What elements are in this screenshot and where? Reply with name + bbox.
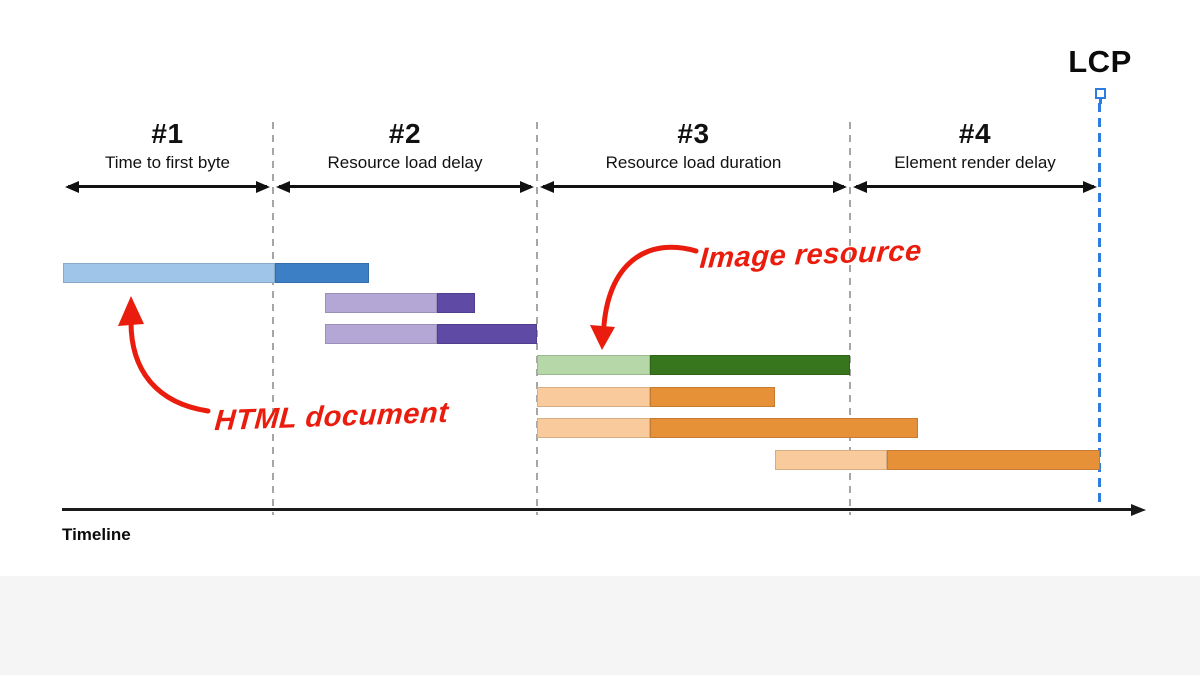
- script-bar-wait-segment: [537, 387, 650, 407]
- timeline-axis-arrowhead: [1131, 503, 1146, 516]
- timeline-axis: [62, 508, 1132, 511]
- phase-1-number: #1: [151, 118, 184, 149]
- image-resource-annotation: Image resource: [698, 235, 923, 275]
- legend-strip: DocumentStylesheetScriptImage: [0, 576, 1200, 675]
- stylesheet-bar-wait-segment: [325, 324, 437, 344]
- image-bar-wait-segment: [537, 355, 650, 375]
- script-bar-wait-segment: [537, 418, 650, 438]
- phase-2-extent-arrow: [279, 185, 531, 188]
- html-document-arrow: [128, 319, 211, 414]
- phase-divider-2: [536, 122, 538, 515]
- timeline-label: Timeline: [62, 525, 131, 544]
- html-document-annotation: HTML document: [213, 396, 450, 438]
- phase-2-number: #2: [388, 118, 422, 149]
- phase-3-label: Resource load duration: [605, 153, 782, 172]
- script-bar-load-segment: [650, 387, 775, 407]
- phase-divider-1: [272, 122, 274, 515]
- phase-2-label: Resource load delay: [327, 153, 483, 172]
- phase-1-label: Time to first byte: [104, 153, 231, 172]
- stylesheet-bar-load-segment: [437, 324, 537, 344]
- phase-divider-3: [849, 122, 851, 515]
- document-bar-load-segment: [275, 263, 369, 283]
- stylesheet-bar-load-segment: [437, 293, 475, 313]
- phase-3-extent-arrow: [543, 185, 844, 188]
- script-bar-wait-segment: [775, 450, 887, 470]
- phase-1-extent-arrow: [68, 185, 267, 188]
- script-bar-load-segment: [650, 418, 918, 438]
- lcp-title: LCP: [1068, 44, 1132, 79]
- phase-3-number: #3: [677, 118, 710, 149]
- document-bar-wait-segment: [63, 263, 275, 283]
- phase-4-label: Element render delay: [894, 153, 1056, 172]
- image-bar-load-segment: [650, 355, 850, 375]
- lcp-marker-stem: [1099, 98, 1102, 104]
- stylesheet-bar-wait-segment: [325, 293, 437, 313]
- lcp-time-line: [1098, 103, 1101, 510]
- html-document-arrowhead: [118, 296, 144, 326]
- image-resource-arrow: [601, 244, 699, 328]
- phase-4-number: #4: [958, 118, 992, 149]
- script-bar-load-segment: [887, 450, 1100, 470]
- image-resource-arrowhead: [590, 325, 615, 350]
- phase-4-extent-arrow: [856, 185, 1094, 188]
